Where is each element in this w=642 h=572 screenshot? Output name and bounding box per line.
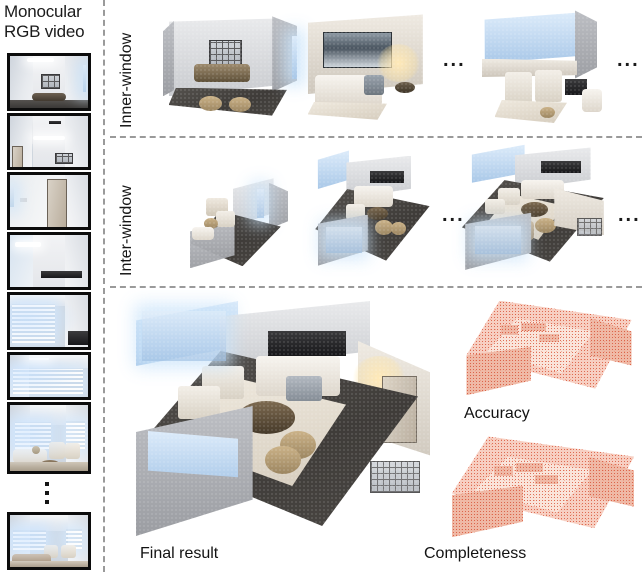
ellipsis-dot — [45, 491, 49, 495]
frame-2-scene — [10, 116, 88, 167]
input-title-line-1: Monocular — [4, 2, 82, 21]
completeness-error-map — [448, 432, 638, 544]
horizontal-divider-inter-final — [110, 286, 642, 288]
video-frame-5 — [7, 292, 91, 350]
inner-window-tile-2 — [300, 10, 428, 122]
final-result-label: Final result — [140, 545, 219, 562]
frame-5-scene — [10, 295, 88, 347]
row-label-inner-window: Inner-window — [118, 32, 135, 128]
video-frame-4 — [7, 232, 91, 290]
video-frame-1 — [7, 53, 91, 111]
input-frames-ellipsis — [45, 482, 51, 509]
inner-window-tile-3 — [477, 8, 602, 123]
frame-1-scene — [10, 56, 88, 108]
final-result-reconstruction — [130, 296, 430, 546]
inter-window-tile-3 — [452, 142, 617, 278]
inner-window-tile-1 — [163, 12, 303, 120]
ellipsis-dot — [45, 482, 49, 486]
inter-window-ellipsis-1: ... — [442, 204, 465, 226]
video-frame-7 — [7, 402, 91, 474]
input-title-line-2: RGB video — [4, 22, 85, 41]
input-column-title: Monocular RGB video — [4, 2, 100, 42]
frame-8-scene — [10, 515, 88, 567]
inter-window-tile-1 — [180, 165, 300, 275]
video-frame-6 — [7, 352, 91, 400]
accuracy-label: Accuracy — [464, 405, 530, 422]
inner-window-ellipsis-1: ... — [443, 49, 466, 71]
video-frame-3 — [7, 172, 91, 230]
frame-3-scene — [10, 175, 88, 227]
completeness-label: Completeness — [424, 545, 527, 562]
row-label-inter-window: Inter-window — [118, 185, 135, 276]
inter-window-tile-2 — [310, 148, 440, 276]
vertical-divider — [103, 0, 105, 572]
video-frame-8 — [7, 512, 91, 570]
inner-window-ellipsis-2: ... — [617, 49, 640, 71]
frame-4-scene — [10, 235, 88, 287]
horizontal-divider-inner-inter — [110, 136, 642, 138]
frame-6-scene — [10, 355, 88, 397]
accuracy-error-map — [463, 294, 635, 404]
input-video-column: Monocular RGB video — [0, 0, 100, 572]
inter-window-ellipsis-2: ... — [618, 204, 641, 226]
ellipsis-dot — [45, 500, 49, 504]
frame-7-scene — [10, 405, 88, 471]
video-frame-2 — [7, 113, 91, 170]
